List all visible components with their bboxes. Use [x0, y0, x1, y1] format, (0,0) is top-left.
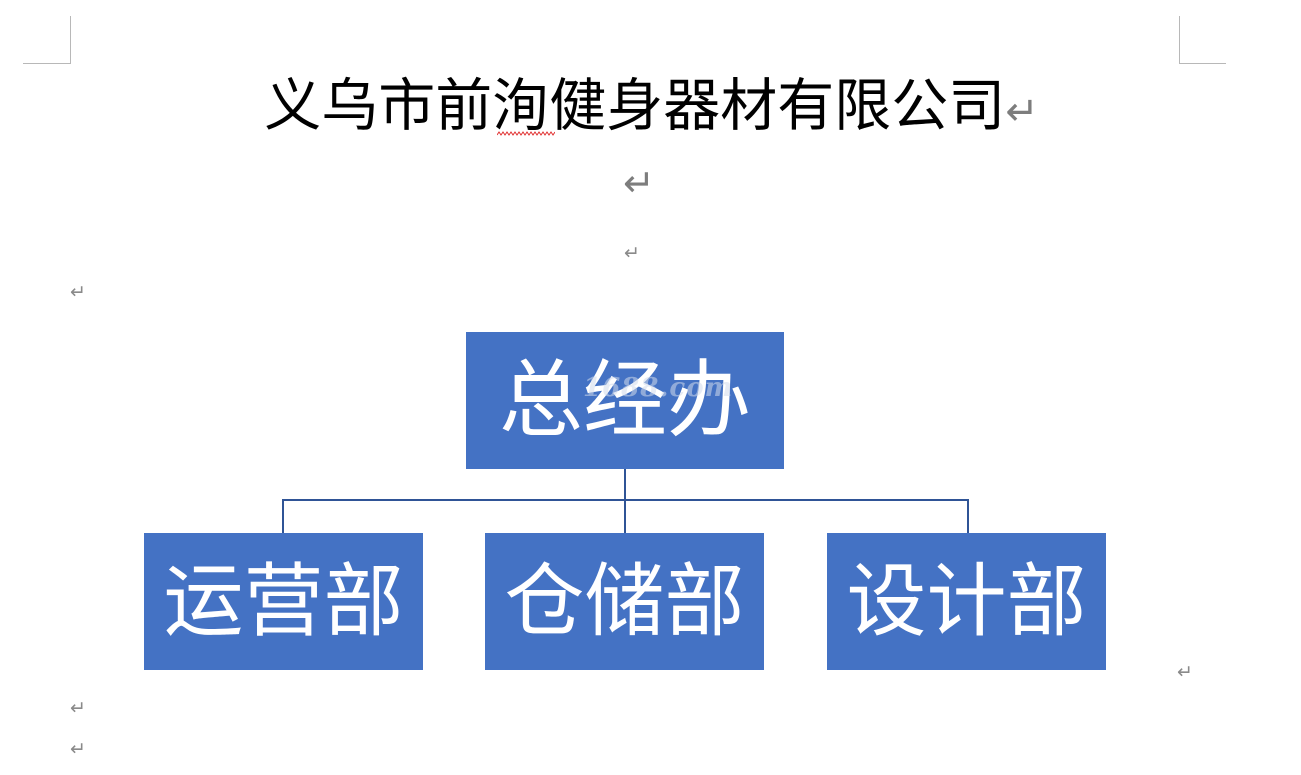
connector-vertical-top	[624, 469, 626, 500]
org-box-label: 设计部	[846, 555, 1087, 648]
watermark: 1688.com	[583, 373, 734, 403]
paragraph-mark-icon: ↵	[70, 281, 86, 303]
paragraph-mark-icon: ↵	[70, 697, 86, 719]
document-title[interactable]: 义乌市前洵健身器材有限公司↵	[0, 70, 1301, 148]
spellcheck-squiggle-icon[interactable]	[497, 131, 556, 136]
connector-drop-middle	[624, 499, 626, 533]
org-box-label: 仓储部	[504, 555, 745, 648]
org-box-label: 总经办	[498, 351, 751, 449]
org-box-label: 运营部	[163, 555, 404, 648]
paragraph-mark-icon: ↵	[623, 161, 655, 205]
org-box-warehouse[interactable]: 仓储部	[485, 533, 764, 670]
document-title-text: 义乌市前洵健身器材有限公司	[264, 73, 1006, 139]
org-box-operations[interactable]: 运营部	[144, 533, 423, 670]
org-box-design[interactable]: 设计部	[827, 533, 1106, 670]
paragraph-mark-icon: ↵	[1005, 89, 1039, 135]
paragraph-mark-icon: ↵	[70, 738, 86, 760]
page-corner-top-right	[1179, 16, 1226, 64]
paragraph-mark-icon: ↵	[624, 242, 640, 264]
page-corner-top-left	[23, 16, 71, 64]
connector-drop-left	[282, 499, 284, 533]
paragraph-mark-icon: ↵	[1177, 661, 1193, 683]
connector-drop-right	[967, 499, 969, 533]
org-box-general-office[interactable]: 总经办	[466, 332, 784, 469]
